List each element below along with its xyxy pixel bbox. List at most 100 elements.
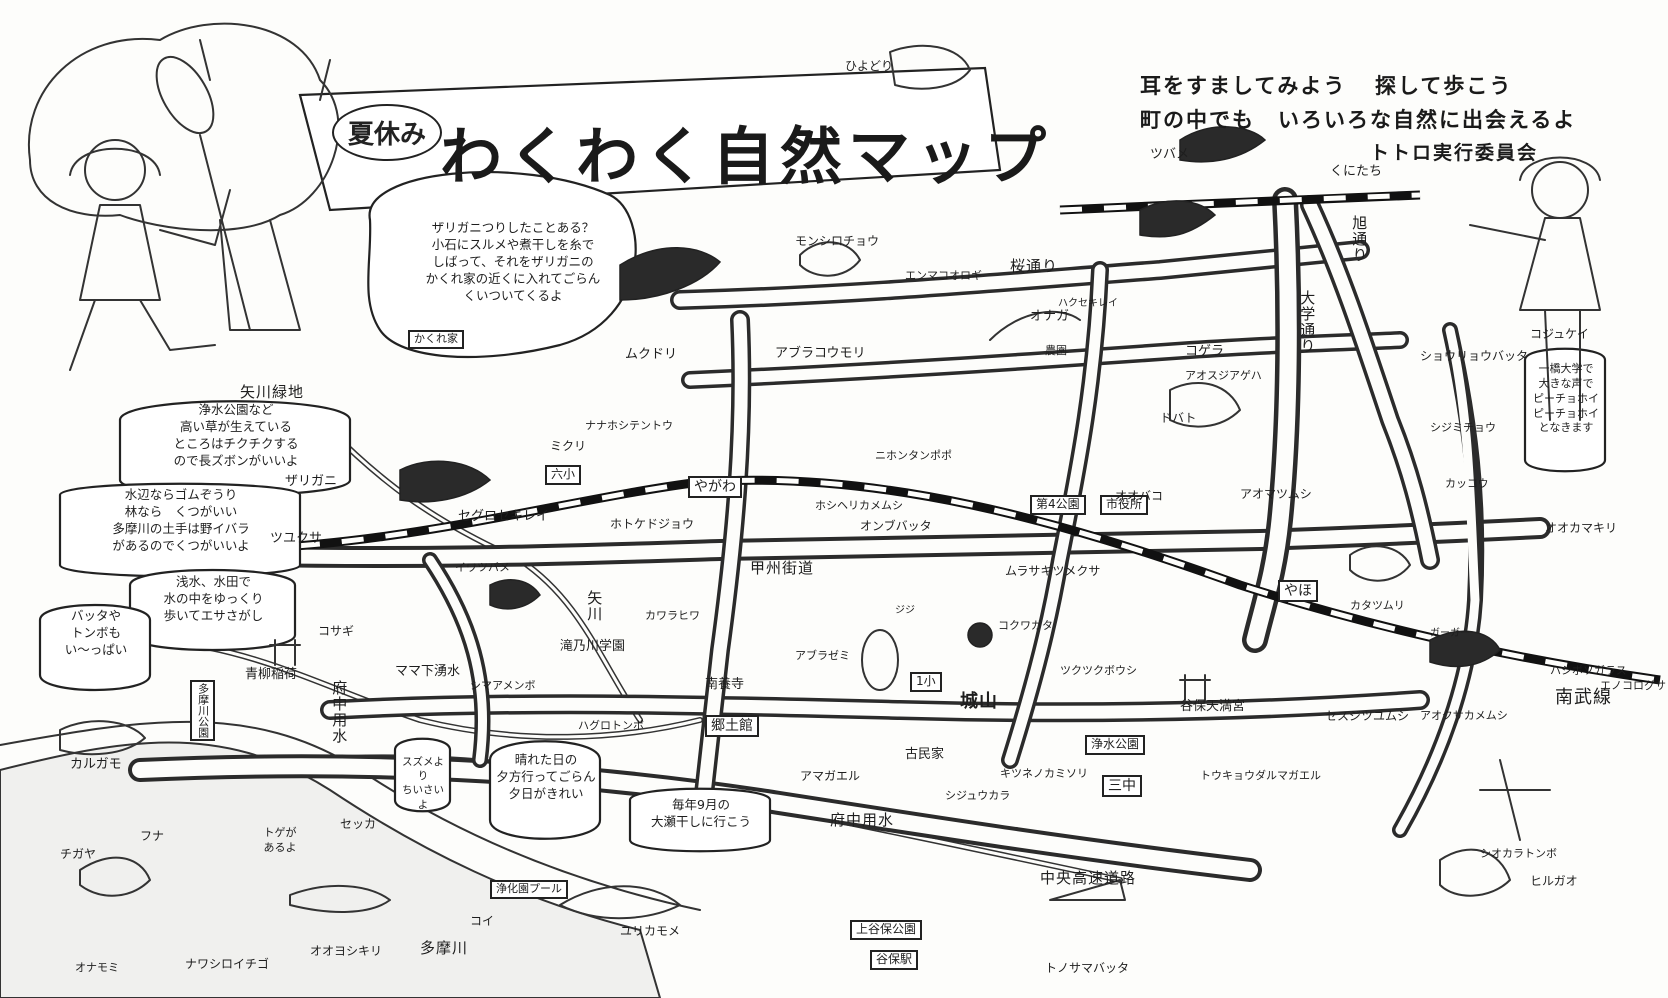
shrine-marks bbox=[269, 639, 1211, 701]
shoes-note-line: 水辺ならゴムぞうり bbox=[124, 487, 238, 502]
creature-dojou: ホトケドジョウ bbox=[610, 517, 695, 531]
kusa-note-line: ところはチクチクする bbox=[173, 435, 299, 451]
creature-hashiboso: ハシボソガラス bbox=[1550, 664, 1627, 677]
creature-jiji: ジジ bbox=[895, 605, 915, 616]
place-yaho-sta-shop: 谷保駅 bbox=[870, 950, 919, 970]
header-line1b: 探して歩こう bbox=[1375, 74, 1513, 98]
hitotsubashi-note-line: 一橋大学で bbox=[1538, 362, 1594, 375]
road-label-fuchu-lower: 府中用水 bbox=[830, 811, 895, 829]
place-josui-koen: 浄水公園 bbox=[1085, 735, 1146, 755]
hitotsubashi-note-line: ピーチョホイ bbox=[1533, 406, 1599, 420]
hareta-note-line: 晴れた日の bbox=[514, 752, 578, 767]
creature-kojukei: コジュケイ bbox=[1530, 327, 1589, 341]
header-line1a: 耳をすましてみよう bbox=[1140, 74, 1347, 98]
place-noen: 農園 bbox=[1045, 344, 1067, 357]
creature-kawarahiwa: カワラヒワ bbox=[645, 609, 700, 622]
sagi-note-line: 水の中をゆっくり bbox=[163, 590, 264, 606]
road-label-fuchu-upper: 府中用水 bbox=[330, 680, 349, 744]
creature-sekirei: セグロセキレイ bbox=[458, 509, 550, 524]
creature-shiokaratonbo: シオカラトンボ bbox=[1480, 847, 1557, 860]
creature-aosujiageha: アオスジアゲハ bbox=[1185, 369, 1262, 382]
creature-murasaki: ムラサキツメクサ bbox=[1005, 564, 1101, 578]
creature-nanahoshi: ナナホシテントウ bbox=[585, 419, 673, 432]
place-aoyagi-inari: 青柳稲荷 bbox=[245, 667, 298, 682]
shoes-note-line: 林なら くつがいい bbox=[124, 503, 238, 519]
suzume-note-line: スズメより bbox=[402, 756, 444, 783]
kusa-note-line: ので長ズボンがいいよ bbox=[173, 452, 299, 468]
creature-amagaeru: アマガエル bbox=[800, 769, 861, 783]
suzume-note-line: ちいさいよ bbox=[402, 784, 444, 811]
creature-onaga: オナガ bbox=[1030, 309, 1070, 324]
place-shiroyama: 城山 bbox=[960, 691, 998, 712]
sagi-note: 浅水、水田で 水の中をゆっくり 歩いてエサさがし bbox=[136, 574, 291, 625]
hitotsubashi-note: 一橋大学で 大きな声で ピーチョホイ ピーチョホイ となきます bbox=[1527, 362, 1605, 436]
place-joka-pool: 浄化園プール bbox=[490, 880, 568, 899]
creature-shijuukara: シジュウカラ bbox=[945, 789, 1011, 802]
place-kominka: 古民家 bbox=[905, 747, 945, 762]
roads bbox=[128, 187, 1551, 882]
header-line2: 町の中でも いろいろな自然に出会えるよ bbox=[1140, 108, 1577, 132]
creature-zarigani: ザリガニ bbox=[285, 474, 338, 489]
insect-sketches bbox=[79, 241, 1551, 901]
creature-aokusakamemushi: アオクサカメムシ bbox=[1420, 709, 1508, 722]
creature-hirugao: ヒルガオ bbox=[1530, 874, 1578, 888]
place-issho: 1小 bbox=[910, 672, 942, 692]
shoes-note-line: があるのでくつがいいよ bbox=[112, 537, 250, 553]
kakurega-label: かくれ家 bbox=[408, 330, 464, 349]
title-banner: 夏休み わくわく自然マップ bbox=[290, 62, 1046, 212]
child-with-net-sketch bbox=[69, 56, 251, 371]
creature-tokyo-daruma: トウキョウダルマガエル bbox=[1200, 769, 1321, 782]
creature-koi: コイ bbox=[470, 914, 495, 928]
sagi-note-line: 歩いてエサさがし bbox=[163, 607, 264, 623]
place-sanchu: 三中 bbox=[1102, 775, 1142, 798]
hitotsubashi-note-line: 大きな声で bbox=[1538, 376, 1594, 390]
kaisu-note-line: 毎年9月の bbox=[672, 797, 730, 812]
creature-mikuri: ミクリ bbox=[550, 439, 587, 453]
batta-note-line: バッタや bbox=[70, 608, 121, 623]
hitotsubashi-note-line: ピーチョホイ bbox=[1533, 391, 1599, 405]
creature-oobako: オオバコ bbox=[1115, 489, 1164, 503]
zarigani-note-line: ザリガニつりしたことある？ bbox=[431, 220, 595, 235]
road-label-nanbu: 南武線 bbox=[1555, 687, 1612, 708]
suzume-note: スズメより ちいさいよ bbox=[397, 755, 449, 812]
shoes-note: 水辺ならゴムぞうり 林なら くつがいい 多摩川の土手は野イバラ があるのでくつが… bbox=[66, 487, 296, 555]
road-label-chuo: 中央高速道路 bbox=[1040, 869, 1137, 887]
place-tama-koen: 多摩川公園 bbox=[190, 680, 215, 741]
creature-nawashiro: ナワシロイチゴ bbox=[185, 957, 270, 971]
place-nanyoji: 南養寺 bbox=[705, 677, 745, 692]
place-yaho-station: やほ bbox=[1278, 580, 1318, 603]
sagi-note-line: 浅水、水田で bbox=[175, 574, 251, 589]
creature-tsukutsuku: ツクツクボウシ bbox=[1060, 664, 1137, 677]
hareta-note-line: 夕方行ってごらん bbox=[496, 768, 596, 784]
place-yagawa-station: やがわ bbox=[688, 476, 742, 499]
kusa-note-line: 高い草が生えている bbox=[180, 418, 292, 434]
batta-note-line: い〜っぱい bbox=[64, 641, 128, 657]
zarigani-note-line: しばって、それをザリガニの bbox=[432, 253, 594, 269]
kaisu-note-line: 大瀬干しに行こう bbox=[650, 813, 751, 829]
creature-sekka: セッカ bbox=[340, 817, 377, 831]
page-title: わくわく自然マップ bbox=[440, 120, 1053, 193]
creature-nihontanpopo: ニホンタンポポ bbox=[875, 449, 952, 462]
zarigani-note: ザリガニつりしたことある？ 小石にスルメや煮干しを糸で しばって、それをザリガニ… bbox=[388, 220, 638, 304]
shoes-bubble bbox=[58, 482, 302, 578]
place-kamiya-koen: 上谷保公園 bbox=[850, 920, 923, 940]
creature-monshirochou: モンシロチョウ bbox=[795, 234, 880, 248]
road-label-daigaku: 大学通り bbox=[1298, 290, 1317, 354]
batta-bubble bbox=[38, 603, 152, 692]
creature-karugamo: カルガモ bbox=[70, 757, 122, 772]
header-org: トトロ実行委員会 bbox=[1370, 142, 1539, 164]
creature-enma: エンマコオロギ bbox=[905, 269, 982, 282]
creature-okamakiri: オオカマキリ bbox=[1545, 521, 1618, 535]
creature-kokuwagata: コクワガタ bbox=[998, 619, 1053, 632]
bird-sketches bbox=[59, 44, 1501, 920]
batta-note: バッタや トンボも い〜っぱい bbox=[44, 608, 148, 659]
creature-tsubame: ツバメ bbox=[1150, 147, 1190, 162]
kusa-note: 浄水公園など 高い草が生えている ところはチクチクする ので長ズボンがいいよ bbox=[126, 402, 346, 470]
creature-sezuji: セスジツユムシ bbox=[1325, 709, 1410, 723]
road-label-tama: 多摩川 bbox=[420, 939, 469, 957]
zarigani-note-line: かくれ家の近くに入れてごらん bbox=[425, 270, 601, 286]
creature-yurikamome: ユリカモメ bbox=[620, 924, 681, 938]
creature-chigaya: チガヤ bbox=[60, 847, 97, 861]
creature-haguro: ハグロトンボ bbox=[578, 719, 644, 732]
batta-note-line: トンボも bbox=[70, 624, 121, 640]
